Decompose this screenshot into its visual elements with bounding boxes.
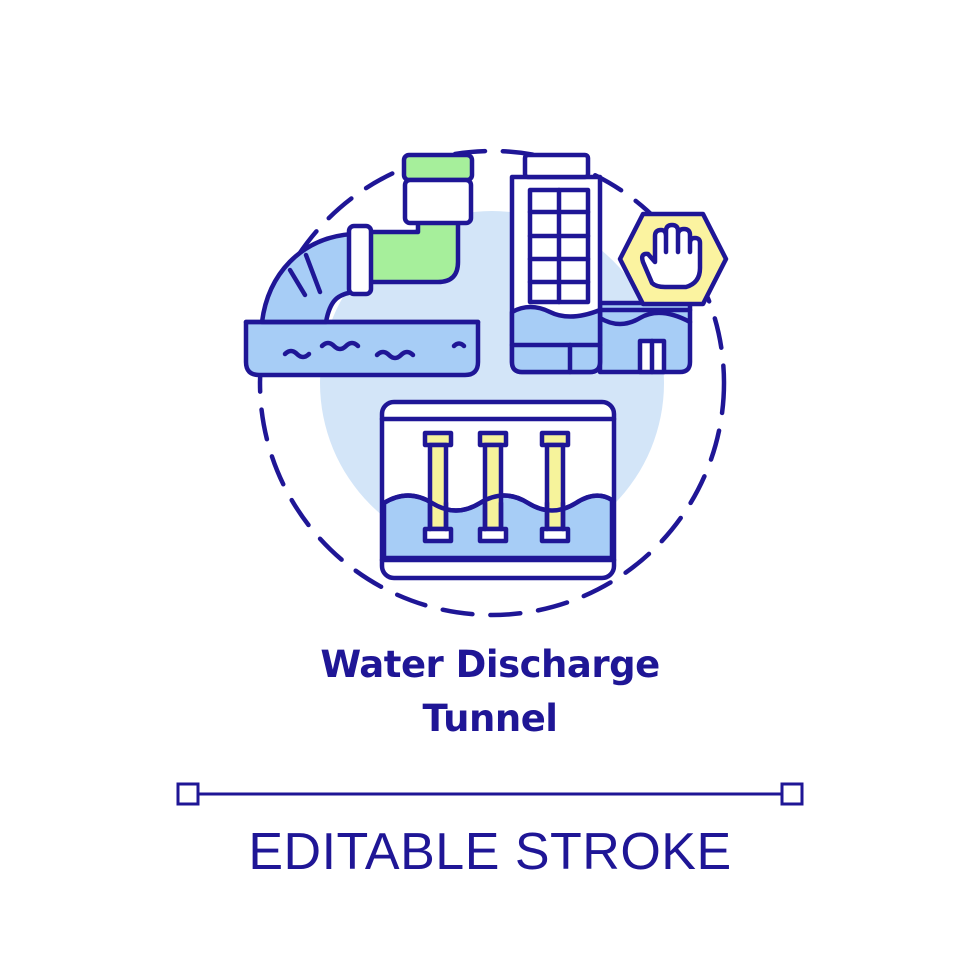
stop-hand-sign-icon [617,211,729,307]
title-line-1: Water Discharge [320,643,660,686]
underground-tunnel-pillars-icon [379,399,617,581]
discharge-pipe-icon [243,152,481,378]
left-handle-icon[interactable] [176,782,200,806]
pillar-3 [539,430,571,544]
dashed-ring [257,148,727,618]
right-handle-icon[interactable] [780,782,804,806]
editable-stroke-caption: EDITABLE STROKE [248,823,732,881]
pipe-side-collar [402,177,474,226]
tower-flood-water [509,304,603,375]
title-line-2: Tunnel [422,697,558,740]
outflow-stream [259,231,357,325]
pipe-outlet-collar [346,223,374,297]
low-building [597,300,693,375]
flooded-building-icon [509,152,693,375]
tower-roof [522,152,591,180]
stop-hand [639,222,703,290]
pillar-2 [477,430,509,544]
water-pool [243,319,481,378]
